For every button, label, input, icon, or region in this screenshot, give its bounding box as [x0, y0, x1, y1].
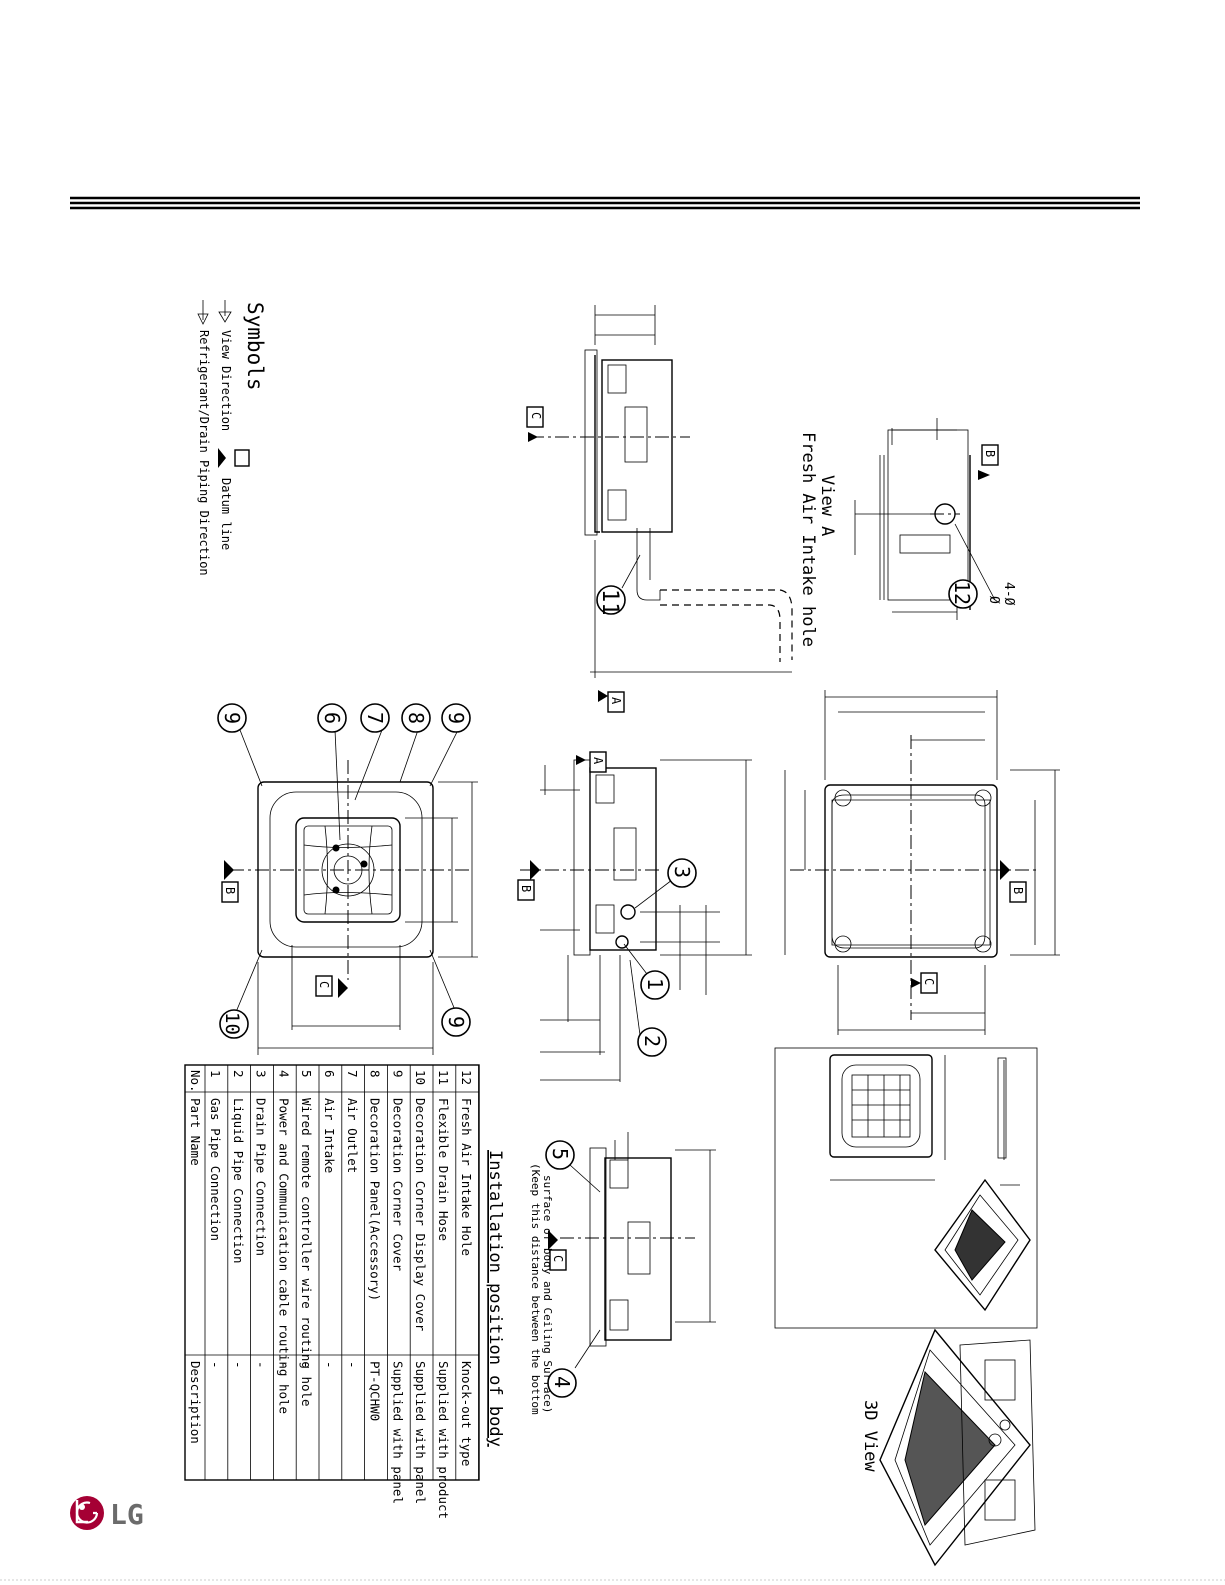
view-a: View A Fresh Air Intake hole B 12 4-Ø Ø	[798, 418, 1016, 647]
installation-view: Installation position of body (Keep this…	[485, 1132, 716, 1447]
installation-note-1: (Keep this distance between the bottom	[529, 1163, 542, 1415]
installation-title: Installation position of body	[485, 1150, 505, 1447]
table-cell-name: Liquid Pipe Connection	[231, 1098, 246, 1264]
table-cell-name: Flexible Drain Hose	[436, 1098, 451, 1241]
table-cell-name: Gas Pipe Connection	[208, 1098, 223, 1241]
lg-logo: LG	[70, 1496, 144, 1531]
table-cell-name: Wired remote controller wire routing hol…	[299, 1098, 314, 1407]
datum-triangle-icon	[218, 448, 226, 468]
table-cell-name: Decoration Corner Display Cover	[413, 1098, 428, 1332]
unit-3d-view: 3D View	[860, 1328, 1036, 1567]
callout-4: 4	[550, 1376, 574, 1388]
table-cell-desc: -	[276, 1361, 291, 1369]
header-rule	[70, 196, 1140, 210]
table-cell-no: 7	[345, 1070, 360, 1078]
table-cell-name: Fresh Air Intake Hole	[459, 1098, 474, 1256]
callout-2: 2	[640, 1035, 664, 1047]
table-cell-no: 5	[299, 1070, 314, 1078]
callout-1: 1	[643, 978, 667, 990]
datum-box-icon	[234, 449, 250, 467]
datum-b-label-sv: B	[519, 885, 533, 892]
hole-spec-label: 4-Ø	[1001, 582, 1016, 606]
callout-11: 11	[597, 589, 622, 616]
logo-text: LG	[110, 1498, 144, 1531]
callout-12: 12	[950, 581, 974, 605]
datum-a-label: A	[609, 697, 623, 705]
table-cell-desc: Supplied with panel	[390, 1361, 405, 1504]
header-desc: Description	[188, 1361, 203, 1444]
table-cell-name: Decoration Panel(Accessory)	[368, 1098, 383, 1301]
table-cell-no: 12	[459, 1070, 474, 1085]
plan-view: B C	[784, 690, 1060, 1035]
panel-bottom-view: B C 9 6 7 8 9 10 9	[217, 703, 478, 1055]
table-cell-name: Air Intake	[322, 1098, 337, 1173]
table-cell-desc: Supplied with product	[436, 1361, 451, 1519]
view-3d-label: 3D View	[860, 1400, 880, 1472]
table-cell-no: 11	[436, 1070, 451, 1085]
datum-c-label-pv: C	[317, 981, 331, 988]
callout-7: 7	[363, 712, 387, 724]
table-cell-desc: -	[345, 1361, 360, 1369]
header-name: Part Name	[188, 1098, 203, 1166]
table-cell-no: 1	[208, 1070, 223, 1078]
table-cell-desc: Supplied with panel	[413, 1361, 428, 1504]
header-no: No.	[188, 1070, 203, 1093]
datum-a-label-sv: A	[591, 757, 605, 765]
table-cell-no: 3	[254, 1070, 269, 1078]
side-view-middle: A B 3 1 2	[517, 751, 752, 1082]
datum-b-label-plan: B	[1011, 887, 1025, 894]
table-cell-desc: -	[322, 1361, 337, 1369]
table-cell-name: Decoration Corner Cover	[390, 1098, 405, 1272]
table-cell-no: 4	[276, 1070, 291, 1078]
table-cell-name: Air Outlet	[345, 1098, 360, 1173]
view-a-title: View A	[817, 475, 837, 536]
callout-9c: 9	[444, 1016, 468, 1028]
table-cell-name: Power and Communication cable routing ho…	[276, 1098, 291, 1414]
table-cell-desc: Knock-out type	[459, 1361, 474, 1466]
callout-6: 6	[320, 712, 344, 724]
table-cell-no: 10	[413, 1070, 428, 1085]
callout-3: 3	[670, 866, 694, 878]
callout-9a: 9	[220, 712, 244, 724]
side-view-top: C A 11	[526, 305, 793, 713]
view-direction-icon	[218, 300, 232, 323]
piping-direction-icon	[197, 300, 209, 325]
datum-b-label-va: B	[983, 450, 997, 457]
table-cell-no: 2	[231, 1070, 246, 1078]
symbols-legend: Symbols View Direction Refrigerant/Drain…	[197, 300, 267, 576]
callout-5: 5	[548, 1148, 572, 1160]
dia-label: Ø	[986, 596, 1001, 604]
callout-8: 8	[404, 712, 428, 724]
datum-line-label: Datum line	[219, 478, 233, 550]
view-a-subtitle: Fresh Air Intake hole	[798, 432, 818, 647]
table-cell-desc: -	[254, 1361, 269, 1369]
panel-3d-render	[934, 1178, 1031, 1312]
table-cell-desc: -	[231, 1361, 246, 1369]
datum-c-label: C	[529, 412, 543, 419]
datum-c-label-inst: C	[551, 1255, 565, 1262]
view-direction-label: View Direction	[219, 330, 233, 431]
piping-direction-label: Refrigerant/Drain Piping Direction	[197, 330, 211, 576]
table-cell-name: Drain Pipe Connection	[254, 1098, 269, 1256]
table-cell-no: 9	[390, 1070, 405, 1078]
table-cell-no: 8	[368, 1070, 383, 1078]
table-cell-no: 6	[322, 1070, 337, 1078]
datum-b-label-pv: B	[223, 887, 237, 894]
symbols-title: Symbols	[243, 302, 267, 391]
table-cell-desc: -	[299, 1361, 314, 1369]
table-cell-desc: PT-QCHW0	[368, 1361, 383, 1421]
callout-9b: 9	[444, 712, 468, 724]
datum-c-label-plan: C	[922, 978, 936, 985]
panel-image-box	[774, 1047, 1038, 1329]
callout-10: 10	[221, 1012, 243, 1035]
table-cell-desc: -	[208, 1361, 223, 1369]
